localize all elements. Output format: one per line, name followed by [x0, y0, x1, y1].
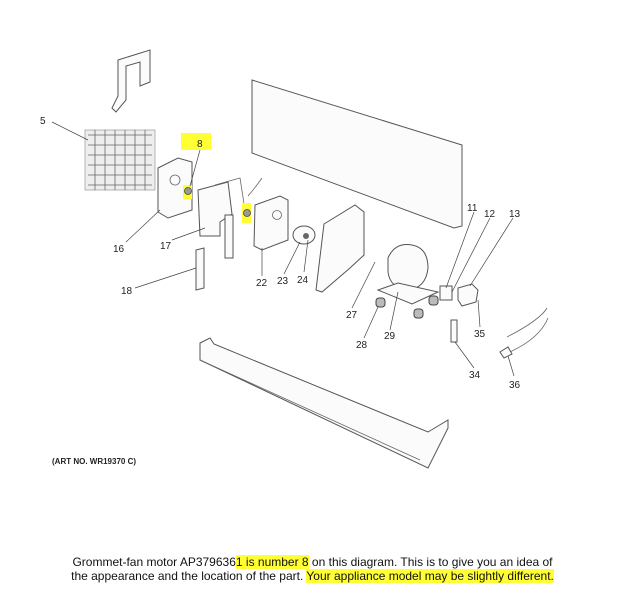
part-22-shroud [253, 195, 289, 251]
part-13-overload [457, 283, 479, 307]
part-28-grommet [375, 297, 386, 308]
callout-8-highlight [181, 133, 211, 150]
callout-29: 29 [384, 331, 396, 342]
part-5-coil [84, 129, 156, 191]
callout-24: 24 [297, 275, 309, 286]
callout-22: 22 [256, 278, 268, 289]
part-17-fan-motor [197, 181, 233, 237]
caption-part1: Grommet-fan motor AP379636 [72, 555, 236, 569]
callout-28: 28 [356, 340, 368, 351]
part-34-capacitor [450, 319, 458, 343]
part-27-panel [315, 204, 365, 293]
callout-8: 8 [197, 139, 203, 150]
caption-part4: the appearance and the location of the p… [71, 569, 307, 583]
part-bracket [111, 49, 151, 113]
art-number: (ART NO. WR19370 C) [52, 457, 136, 466]
callout-18: 18 [121, 286, 133, 297]
callout-12: 12 [484, 209, 496, 220]
parts-diagram: 5 8 16 17 18 22 23 24 27 28 29 11 12 13 … [40, 49, 549, 469]
part-bottom-channel [199, 337, 449, 469]
grommet-icon [243, 209, 251, 217]
callout-13: 13 [509, 209, 521, 220]
part-8-grommet [184, 187, 192, 195]
part-36-power-cord [506, 307, 549, 353]
callout-5: 5 [40, 116, 46, 127]
callout-34: 34 [469, 370, 481, 381]
callout-16: 16 [113, 244, 125, 255]
caption-highlight-disclaimer: Your appliance model may be slightly dif… [306, 569, 554, 583]
callout-27: 27 [346, 310, 358, 321]
callout-36: 36 [509, 380, 521, 391]
callout-35: 35 [474, 329, 486, 340]
caption-highlight-number: 1 is number 8 [235, 555, 309, 569]
part-11-relay [439, 285, 453, 301]
part-29-compressor [387, 244, 429, 291]
callout-11: 11 [467, 203, 478, 214]
callout-17: 17 [160, 241, 172, 252]
part-18-bracket [195, 247, 205, 291]
callout-23: 23 [277, 276, 289, 287]
caption: Grommet-fan motor AP3796361 is number 8 … [0, 555, 625, 583]
caption-part3: on this diagram. This is to give you an … [308, 555, 553, 569]
part-back-panel [251, 79, 463, 229]
